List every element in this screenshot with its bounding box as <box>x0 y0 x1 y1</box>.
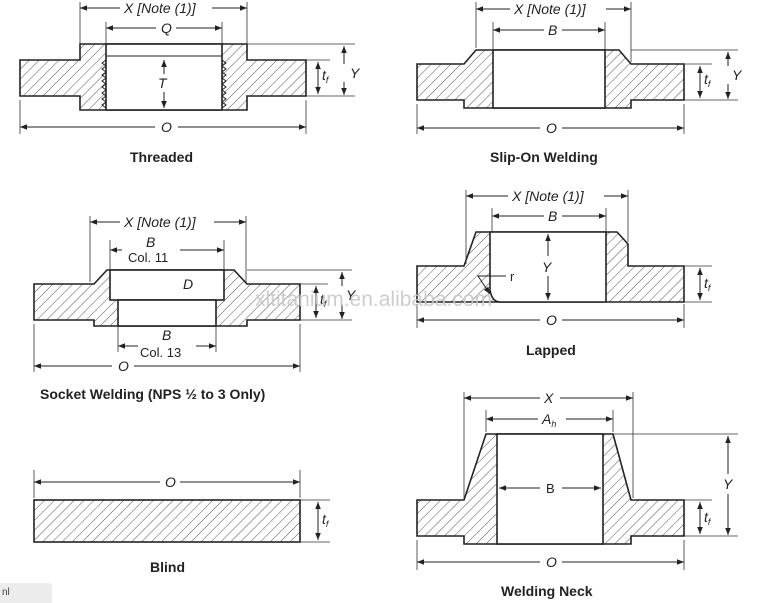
blind-flange-body <box>33 499 301 543</box>
socket-caption: Socket Welding (NPS ½ to 3 Only) <box>40 386 265 402</box>
socket-b-lower-label: B <box>162 327 171 343</box>
welding-neck-ah-label: Ah <box>541 411 556 429</box>
threaded-tf-label: tf <box>322 67 330 85</box>
threaded-caption: Threaded <box>130 149 193 165</box>
lapped-tf-label: tf <box>704 275 712 293</box>
lapped-flange: X [Note (1)] B Y r tf O Lapped <box>416 188 712 358</box>
socket-x-label: X [Note (1)] <box>123 214 197 230</box>
blind-caption: Blind <box>150 559 185 575</box>
corner-tag: nl <box>0 583 52 603</box>
slip-on-caption: Slip-On Welding <box>490 149 598 165</box>
welding-neck-caption: Welding Neck <box>501 583 593 599</box>
welding-neck-y-label: Y <box>723 476 734 492</box>
threaded-flange: X [Note (1)] Q T Y tf O Threaded <box>19 0 361 165</box>
slip-on-tf-label: tf <box>704 71 712 89</box>
socket-tf-label: tf <box>320 291 328 309</box>
socket-bore-lower <box>117 299 217 327</box>
welding-neck-tf-label: tf <box>704 509 712 527</box>
thread-marks-left <box>101 59 107 109</box>
blind-tf-label: tf <box>322 511 330 529</box>
lapped-y-label: Y <box>542 259 553 275</box>
blind-flange: O tf Blind <box>33 470 330 575</box>
threaded-y-label: Y <box>350 65 361 81</box>
threaded-x-label: X [Note (1)] <box>123 0 197 16</box>
lapped-o-label: O <box>546 312 557 328</box>
blind-o-label: O <box>165 474 176 490</box>
welding-neck-bore <box>496 433 604 545</box>
slip-on-x-label: X [Note (1)] <box>513 1 587 17</box>
slip-on-bore <box>492 49 606 109</box>
socket-col13-label: Col. 13 <box>140 345 181 360</box>
threaded-o-label: O <box>161 119 172 135</box>
welding-neck-b-label: B <box>546 481 555 496</box>
slip-on-o-label: O <box>546 120 557 136</box>
socket-welding-flange: X [Note (1)] B Col. 11 D B Col. 13 Y tf … <box>33 214 357 402</box>
lapped-b-label: B <box>548 208 557 224</box>
lapped-x-label: X [Note (1)] <box>511 188 585 204</box>
thread-marks-right <box>221 59 227 109</box>
lapped-caption: Lapped <box>526 342 576 358</box>
socket-d-label: D <box>183 276 193 292</box>
welding-neck-flange: X Ah B Y tf O Welding Neck <box>416 390 738 599</box>
welding-neck-x-label: X <box>543 390 554 406</box>
welding-neck-o-label: O <box>546 554 557 570</box>
lapped-r-label: r <box>510 269 515 284</box>
slip-on-b-label: B <box>548 22 557 38</box>
socket-o-label: O <box>118 358 129 374</box>
threaded-q-label: Q <box>161 20 172 36</box>
lapped-bore <box>489 231 607 303</box>
socket-y-label: Y <box>346 287 357 303</box>
slip-on-flange: X [Note (1)] B Y tf O Slip-On Welding <box>416 1 743 165</box>
threaded-t-label: T <box>158 75 168 91</box>
watermark: xltitanium.en.alibaba.com <box>255 288 492 311</box>
slip-on-y-label: Y <box>732 67 743 83</box>
socket-b-upper-label: B <box>146 234 155 250</box>
socket-bore-upper <box>109 269 225 301</box>
socket-col11-label: Col. 11 <box>128 250 168 265</box>
